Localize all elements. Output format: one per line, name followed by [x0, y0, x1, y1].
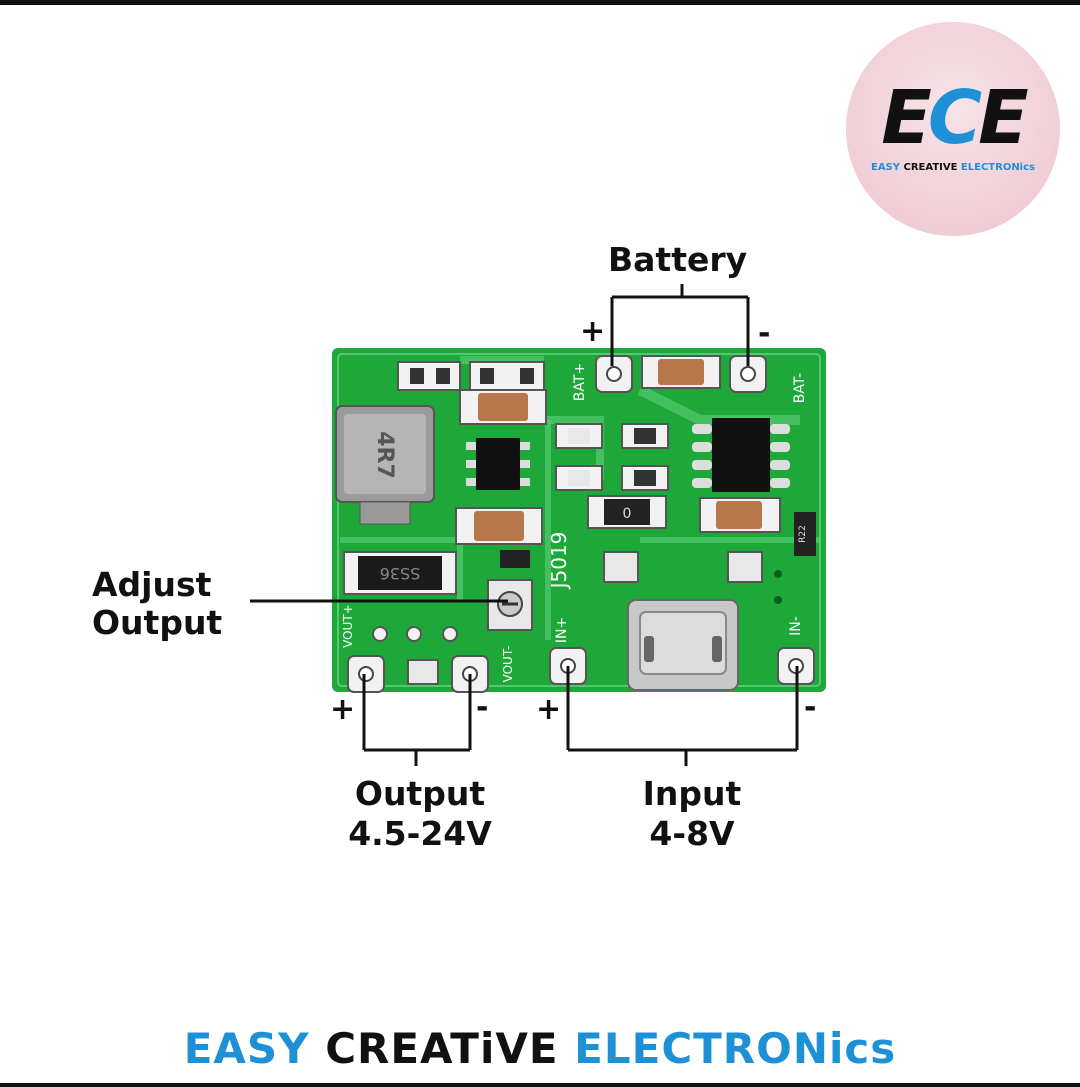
small-resistor-marking: R22: [798, 525, 808, 543]
battery-minus-sign: -: [758, 316, 771, 351]
battery-plus-sign: +: [580, 314, 606, 349]
logo-mark: ECE: [881, 75, 1028, 161]
pad-vout-plus: [347, 655, 385, 693]
footer-part2: CREATiVE: [325, 1024, 559, 1073]
charger-ic: [692, 418, 790, 492]
inductor: 4R7: [335, 405, 435, 525]
adjust-output-label: Adjust Output: [92, 566, 222, 642]
boost-ic: [466, 438, 530, 490]
silk-bat-plus: BAT+: [572, 363, 588, 401]
capacitor-2: [455, 507, 543, 545]
output-minus-sign: -: [476, 690, 489, 725]
potentiometer: [487, 579, 533, 631]
bottom-border: [0, 1083, 1080, 1087]
diode-marking: SS36: [380, 564, 421, 583]
input-label: Input 4-8V: [612, 774, 772, 854]
input-label-line1: Input: [642, 774, 742, 813]
silk-in-plus: IN+: [554, 617, 570, 643]
adjust-label-line2: Output: [92, 603, 223, 642]
input-plus-sign: +: [536, 692, 562, 727]
micro-usb-port: [627, 599, 739, 691]
capacitor-1: [459, 389, 547, 425]
battery-label: Battery: [608, 240, 748, 279]
silk-vout-minus: VOUT-: [501, 646, 515, 683]
input-minus-sign: -: [804, 690, 817, 725]
footer-brand: EASY CREATiVE ELECTRONics: [0, 1024, 1080, 1073]
footer-part3: ELECTRONics: [574, 1024, 897, 1073]
silk-model: J5019: [547, 532, 571, 591]
logo-text: EASY CREATIVE ELECTRONics: [870, 162, 1035, 173]
output-label-line1: Output: [354, 774, 486, 813]
brand-logo: ECE EASY CREATIVE ELECTRONics: [846, 22, 1060, 236]
resistor-marking: 0: [623, 506, 632, 522]
silk-bat-minus: BAT-: [792, 373, 808, 403]
small-resistor: R22: [794, 512, 816, 556]
pad-bat-minus: [729, 355, 767, 393]
silk-vout-plus: VOUT+: [341, 604, 355, 648]
capacitor-3: [641, 355, 721, 389]
adjust-label-line1: Adjust: [92, 565, 212, 604]
zero-ohm-resistor: 0: [587, 495, 667, 529]
output-label-line2: 4.5-24V: [348, 814, 492, 853]
callout-lines: [250, 284, 799, 766]
input-label-line2: 4-8V: [649, 814, 735, 853]
pad-bat-plus: [595, 355, 633, 393]
silk-in-minus: IN-: [788, 616, 804, 636]
output-plus-sign: +: [330, 692, 356, 727]
top-border: [0, 0, 1080, 5]
footer-part1: EASY: [183, 1024, 310, 1073]
inductor-marking: 4R7: [372, 431, 397, 479]
diode: SS36: [343, 551, 457, 595]
output-label: Output 4.5-24V: [340, 774, 500, 854]
capacitor-4: [699, 497, 781, 533]
